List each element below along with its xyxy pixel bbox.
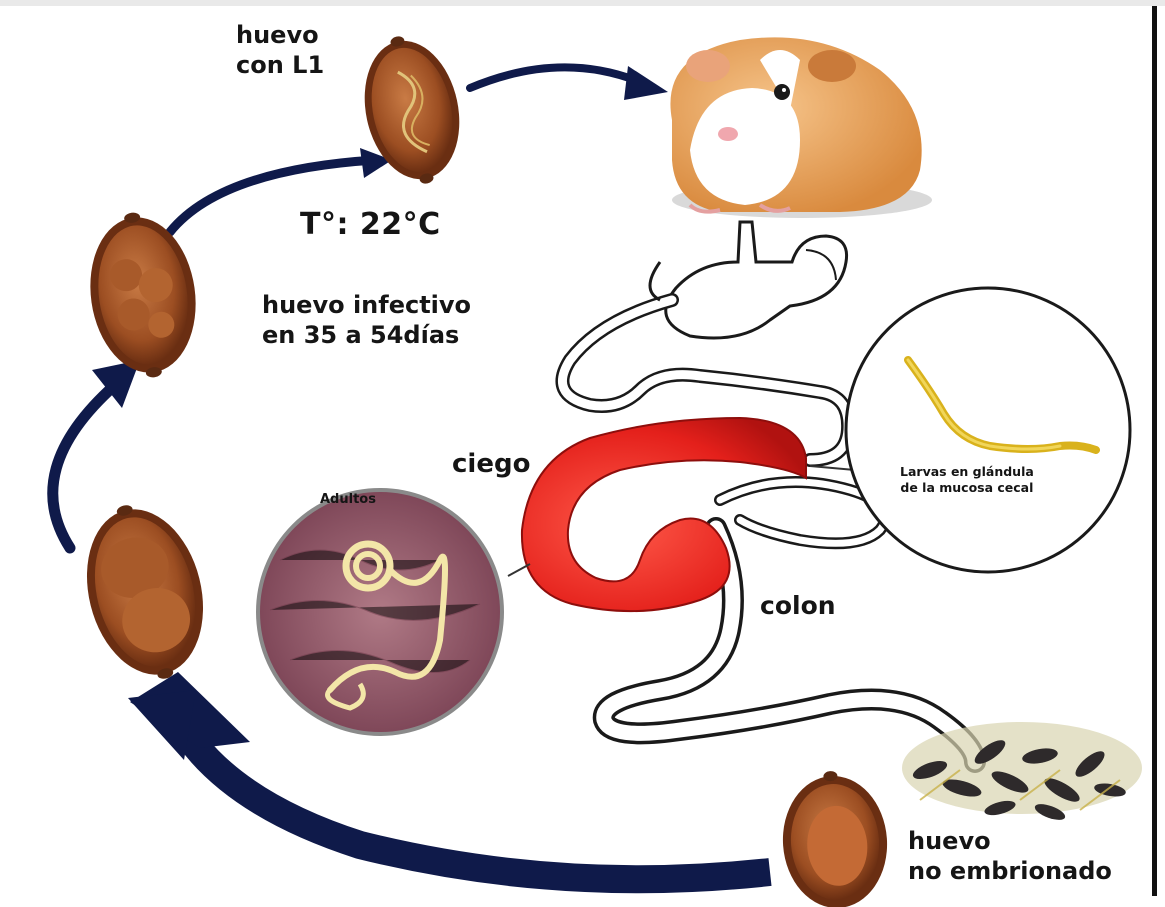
- label-unembryonated-egg: huevo no embrionado: [908, 826, 1112, 886]
- right-edge: [1152, 6, 1157, 896]
- label-infective-egg: huevo infectivo en 35 a 54días: [262, 290, 471, 350]
- egg-icon: [778, 768, 891, 907]
- label-larvae: Larvas en glándula de la mucosa cecal: [900, 464, 1034, 495]
- egg-icon: [69, 492, 221, 692]
- adult-worm-icon: [258, 490, 502, 734]
- cycle-arrow-icon: [470, 66, 668, 100]
- label-adults: Adultos: [320, 492, 376, 508]
- guinea-pig-icon: [670, 37, 932, 218]
- label-unembryonated-line2: no embrionado: [908, 856, 1112, 886]
- feces-icon: [902, 722, 1142, 823]
- label-unembryonated-line1: huevo: [908, 826, 1112, 856]
- label-egg-l1: huevo con L1: [236, 20, 324, 80]
- label-larvae-line2: de la mucosa cecal: [900, 480, 1034, 496]
- label-cecum: ciego: [452, 448, 530, 481]
- label-colon: colon: [760, 590, 836, 621]
- cecum-icon: [522, 418, 806, 611]
- label-infective-line1: huevo infectivo: [262, 290, 471, 320]
- larva-icon: [846, 288, 1130, 572]
- label-egg-l1-line2: con L1: [236, 50, 324, 80]
- egg-icon: [80, 206, 206, 385]
- label-egg-l1-line1: huevo: [236, 20, 324, 50]
- label-infective-line2: en 35 a 54días: [262, 320, 471, 350]
- label-temperature: T°: 22°C: [300, 206, 441, 244]
- label-larvae-line1: Larvas en glándula: [900, 464, 1034, 480]
